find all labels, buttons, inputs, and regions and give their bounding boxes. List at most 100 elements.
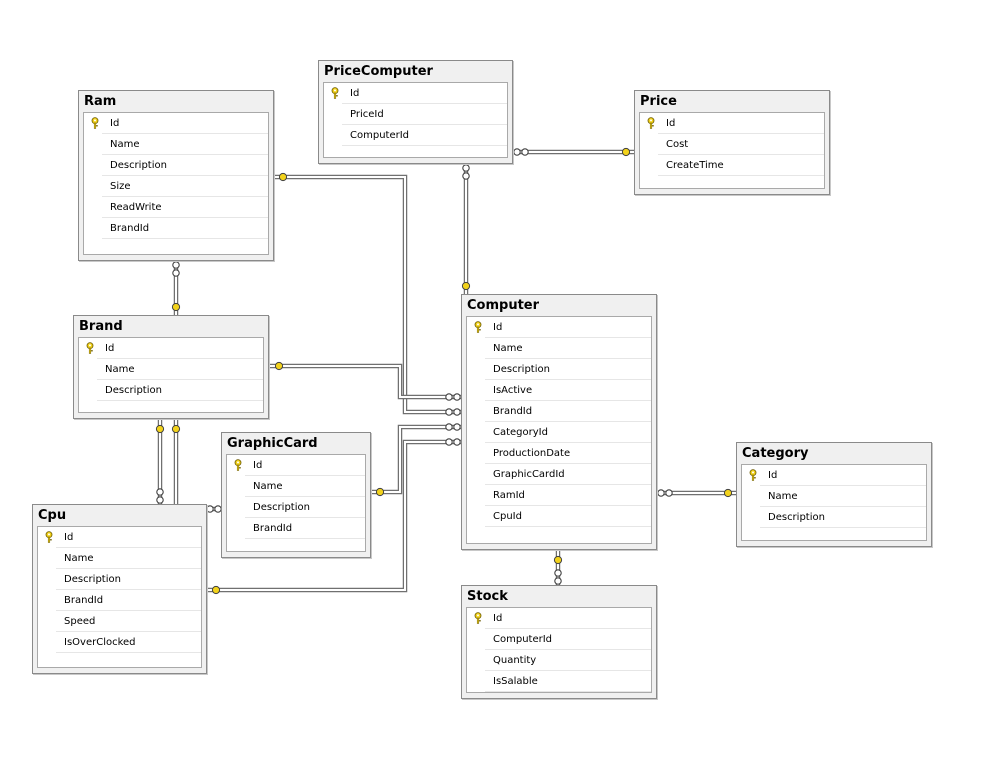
table-title: PriceComputer — [324, 64, 433, 79]
column-name: CreateTime — [666, 160, 724, 171]
column-row[interactable]: Description — [56, 569, 201, 590]
column-row[interactable]: GraphicCardId — [485, 464, 651, 485]
key-connector-icon — [274, 361, 284, 371]
key-connector-icon — [171, 424, 181, 434]
column-name: ComputerId — [493, 634, 553, 645]
key-icon — [473, 612, 483, 624]
column-row[interactable]: Id — [91, 113, 268, 134]
column-name: IsSalable — [493, 676, 538, 687]
column-name: Id — [105, 343, 115, 354]
column-name: Id — [666, 118, 676, 129]
key-connector-icon — [375, 487, 385, 497]
column-name: IsOverClocked — [64, 637, 136, 648]
column-row[interactable]: Id — [45, 527, 201, 548]
column-row[interactable]: Name — [760, 486, 926, 507]
key-connector-icon — [553, 555, 563, 565]
column-name: Description — [253, 502, 310, 513]
column-name: Name — [768, 491, 798, 502]
column-row[interactable]: CategoryId — [485, 422, 651, 443]
column-row[interactable]: ProductionDate — [485, 443, 651, 464]
column-row[interactable]: Name — [97, 359, 263, 380]
table-title: GraphicCard — [227, 436, 318, 451]
column-row[interactable]: Id — [234, 455, 365, 476]
column-row[interactable]: Id — [647, 113, 824, 134]
column-row[interactable]: Description — [102, 155, 268, 176]
column-name: Name — [110, 139, 140, 150]
key-icon — [85, 342, 95, 354]
infinity-connector-icon — [172, 261, 180, 277]
key-connector-icon — [723, 488, 733, 498]
column-name: Speed — [64, 616, 96, 627]
column-name: BrandId — [110, 223, 150, 234]
column-row[interactable]: BrandId — [102, 218, 268, 239]
column-row[interactable]: CreateTime — [658, 155, 824, 176]
column-row[interactable]: BrandId — [245, 518, 365, 539]
column-name: Name — [64, 553, 94, 564]
column-row[interactable]: Description — [760, 507, 926, 528]
column-name: Id — [768, 470, 778, 481]
key-icon — [473, 321, 483, 333]
column-row[interactable]: Description — [97, 380, 263, 401]
key-icon — [233, 459, 243, 471]
column-row[interactable]: Speed — [56, 611, 201, 632]
column-row[interactable]: BrandId — [56, 590, 201, 611]
column-row[interactable]: Size — [102, 176, 268, 197]
column-row[interactable]: IsActive — [485, 380, 651, 401]
column-row[interactable]: Name — [102, 134, 268, 155]
column-row[interactable]: IsOverClocked — [56, 632, 201, 653]
column-row[interactable]: Cost — [658, 134, 824, 155]
column-row[interactable]: ReadWrite — [102, 197, 268, 218]
column-name: BrandId — [253, 523, 293, 534]
key-connector-icon — [171, 302, 181, 312]
column-row[interactable]: CpuId — [485, 506, 651, 527]
column-name: GraphicCardId — [493, 469, 565, 480]
column-row[interactable]: Id — [331, 83, 507, 104]
column-row[interactable]: PriceId — [342, 104, 507, 125]
column-row[interactable]: ComputerId — [485, 629, 651, 650]
column-row[interactable]: Name — [485, 338, 651, 359]
column-name: BrandId — [493, 406, 533, 417]
infinity-connector-icon — [513, 148, 529, 156]
column-row[interactable]: BrandId — [485, 401, 651, 422]
column-name: PriceId — [350, 109, 384, 120]
column-row[interactable]: Description — [245, 497, 365, 518]
table-title: Brand — [79, 319, 123, 334]
column-name: Id — [253, 460, 263, 471]
column-row[interactable]: Id — [749, 465, 926, 486]
column-row[interactable]: Id — [86, 338, 263, 359]
column-row[interactable]: RamId — [485, 485, 651, 506]
column-name: IsActive — [493, 385, 533, 396]
column-row[interactable]: Id — [474, 317, 651, 338]
column-name: BrandId — [64, 595, 104, 606]
column-row[interactable]: Description — [485, 359, 651, 380]
column-row[interactable]: ComputerId — [342, 125, 507, 146]
column-name: Id — [350, 88, 360, 99]
column-row[interactable]: Name — [56, 548, 201, 569]
table-title: Category — [742, 446, 809, 461]
column-row[interactable]: Id — [474, 608, 651, 629]
infinity-connector-icon — [445, 438, 461, 446]
key-connector-icon — [461, 281, 471, 291]
table-title: Stock — [467, 589, 508, 604]
column-name: ProductionDate — [493, 448, 571, 459]
column-row[interactable]: Name — [245, 476, 365, 497]
key-icon — [90, 117, 100, 129]
column-row[interactable]: IsSalable — [485, 671, 651, 692]
column-row[interactable]: Quantity — [485, 650, 651, 671]
column-name: Id — [493, 613, 503, 624]
